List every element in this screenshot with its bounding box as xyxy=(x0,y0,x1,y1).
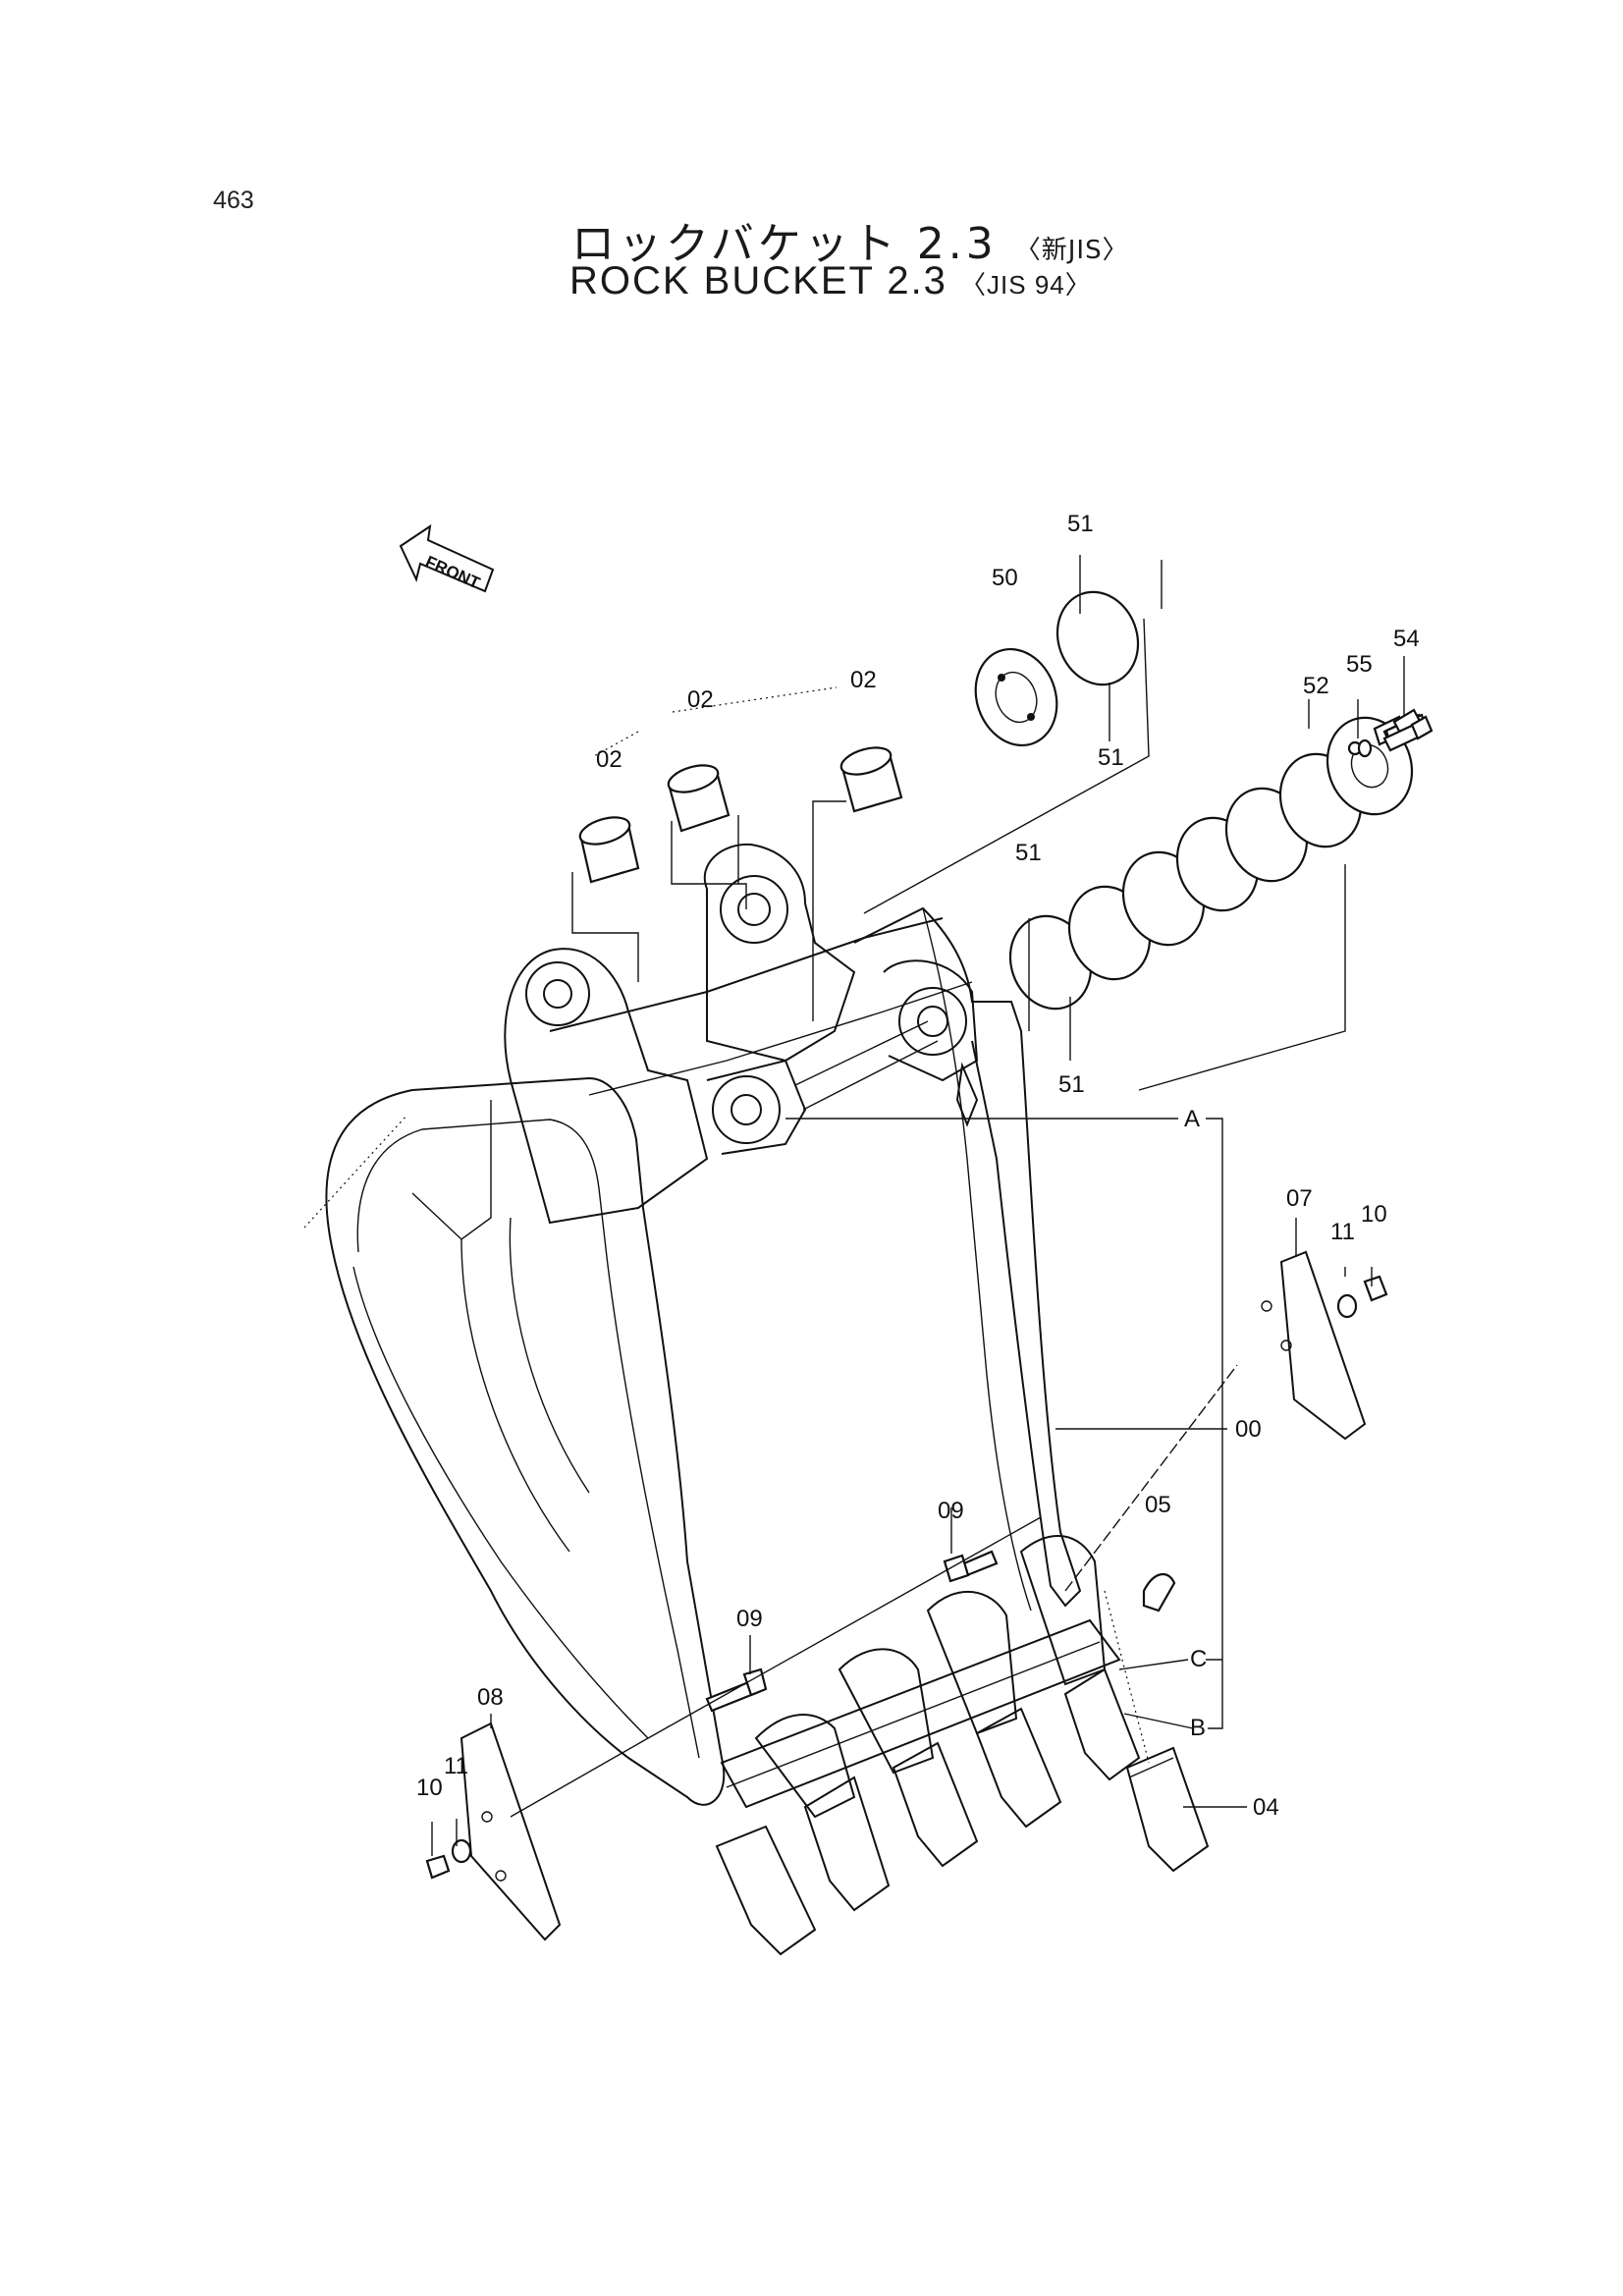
front-arrow-icon: FRONT xyxy=(399,523,495,593)
label-washer-11: 11 xyxy=(444,1753,468,1779)
title-japanese-main: ロックバケット 2.3 xyxy=(571,219,998,269)
bucket-teeth xyxy=(715,1535,1141,1956)
label-nut-10: 10 xyxy=(1361,1201,1387,1228)
bolts-09 xyxy=(705,1550,999,1713)
leader-lines xyxy=(431,555,1405,1856)
ref-letter-b: B xyxy=(1190,1715,1206,1741)
label-pin-05: 05 xyxy=(1145,1492,1171,1518)
label-bushing-02: 02 xyxy=(596,746,622,773)
label-tooth-04: 04 xyxy=(1253,1794,1279,1821)
title-english-main: ROCK BUCKET 2.3 xyxy=(569,259,947,302)
label-shim-51: 51 xyxy=(1067,511,1094,537)
label-plate-52: 52 xyxy=(1303,673,1329,699)
pin-05 xyxy=(1142,1573,1176,1613)
bucket-body xyxy=(325,843,1121,1809)
label-bolt-54: 54 xyxy=(1393,626,1420,652)
label-washer-11: 11 xyxy=(1330,1219,1355,1245)
bolt-54-and-washer-55 xyxy=(1357,715,1434,758)
title-english: ROCK BUCKET 2.3 〈JIS 94〉 xyxy=(569,259,1092,303)
label-bushing-02: 02 xyxy=(850,667,877,693)
label-bolt-09: 09 xyxy=(938,1498,964,1524)
title-english-standard: 〈JIS 94〉 xyxy=(960,270,1092,300)
label-shim-51: 51 xyxy=(1058,1071,1085,1098)
page-number: 463 xyxy=(213,187,254,214)
bushings xyxy=(571,746,903,1021)
title-japanese-standard: 〈新JIS〉 xyxy=(1014,236,1129,265)
tooth-04 xyxy=(1125,1746,1210,1873)
ref-letter-c: C xyxy=(1190,1646,1207,1672)
label-washer-55: 55 xyxy=(1346,651,1373,678)
label-side-cutter-07: 07 xyxy=(1286,1185,1313,1212)
shim-51-top xyxy=(863,590,1150,914)
label-shim-51: 51 xyxy=(1098,744,1124,771)
label-nut-10: 10 xyxy=(416,1775,443,1801)
side-cutter-07 xyxy=(1261,1250,1388,1441)
ref-letter-a: A xyxy=(1184,1106,1200,1132)
label-bucket-00: 00 xyxy=(1235,1416,1262,1443)
label-shim-51: 51 xyxy=(1015,840,1042,866)
title-japanese: ロックバケット 2.3 〈新JIS〉 xyxy=(571,208,1129,271)
label-seal-50: 50 xyxy=(992,565,1018,591)
label-side-cutter-08: 08 xyxy=(477,1684,504,1711)
side-cutter-08 xyxy=(425,1722,562,1941)
front-arrow-label: FRONT xyxy=(422,552,483,592)
label-bushing-02: 02 xyxy=(687,686,714,713)
dotted-guide-lines xyxy=(303,686,1150,1764)
label-bolt-09: 09 xyxy=(736,1606,763,1632)
seal-50 xyxy=(974,647,1058,747)
